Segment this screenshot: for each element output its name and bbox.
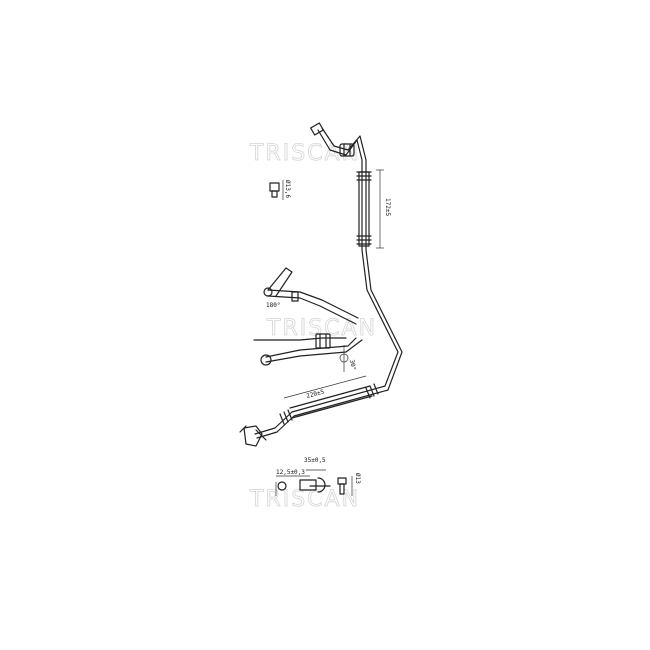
upper-hose <box>356 169 384 249</box>
end-fitting-detail <box>275 469 353 496</box>
upper-hose-length-label: 172±5 <box>384 198 391 216</box>
top-fitting <box>310 122 355 157</box>
lower-angle-label: 30° <box>348 359 357 371</box>
lower-hose <box>279 375 379 425</box>
end-fitting-width-label: 12,5±0,3 <box>276 469 305 476</box>
bracket-view-upper <box>263 267 359 325</box>
watermark-middle: TRISCAN <box>266 316 377 341</box>
upper-angle-label: 180° <box>266 302 280 309</box>
watermark-bottom: TRISCAN <box>249 487 360 512</box>
bottom-fitting <box>239 425 267 447</box>
lower-hose-length-label: 220±5 <box>306 388 326 400</box>
end-fitting-height-label: 35±0,5 <box>304 457 326 464</box>
bracket-view-lower <box>253 333 363 372</box>
end-fitting-dia-label: Ø13 <box>354 473 361 484</box>
watermark-top: TRISCAN <box>249 141 360 166</box>
upper-fitting-dia-label: Ø13,6 <box>284 180 291 198</box>
small-fitting-detail <box>269 180 284 200</box>
